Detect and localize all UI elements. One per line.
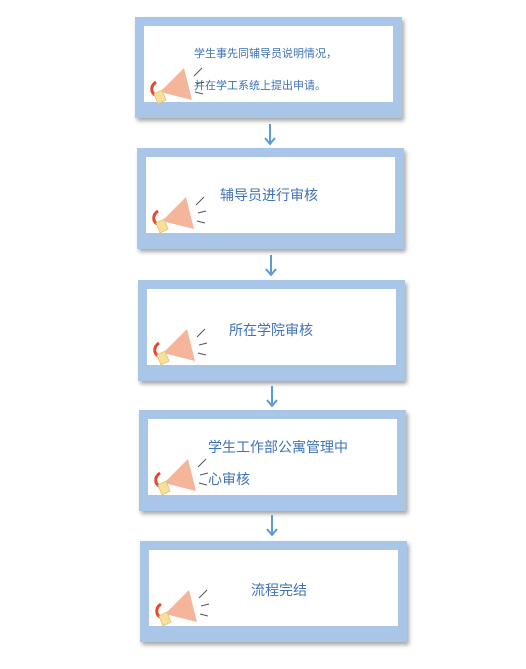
arrow-down-icon [265,255,277,277]
step-5-line-1: 流程完结 [251,583,307,599]
step-1-line-2: 并在学工系统上提出申请。 [194,79,326,92]
megaphone-icon [154,458,209,496]
step-box-5: 流程完结 [140,541,407,642]
step-box-4: 学生工作部公寓管理中 心审核 [139,410,406,511]
step-1-line-1: 学生事先同辅导员说明情况， [194,47,337,60]
step-4-line-1: 学生工作部公寓管理中 [208,440,348,456]
megaphone-icon [150,67,205,105]
step-box-2: 辅导员进行审核 [137,148,404,249]
step-2-line-1: 辅导员进行审核 [220,188,318,204]
arrow-down-icon [264,124,276,146]
step-3-line-1: 所在学院审核 [229,323,313,339]
arrow-down-icon [266,515,278,537]
step-box-3: 所在学院审核 [138,280,405,381]
megaphone-icon [152,196,207,234]
arrow-down-icon [266,386,278,408]
megaphone-icon [155,589,210,627]
megaphone-icon [153,328,208,366]
step-box-1: 学生事先同辅导员说明情况， 并在学工系统上提出申请。 [135,17,402,118]
step-4-line-2: 心审核 [208,472,250,488]
